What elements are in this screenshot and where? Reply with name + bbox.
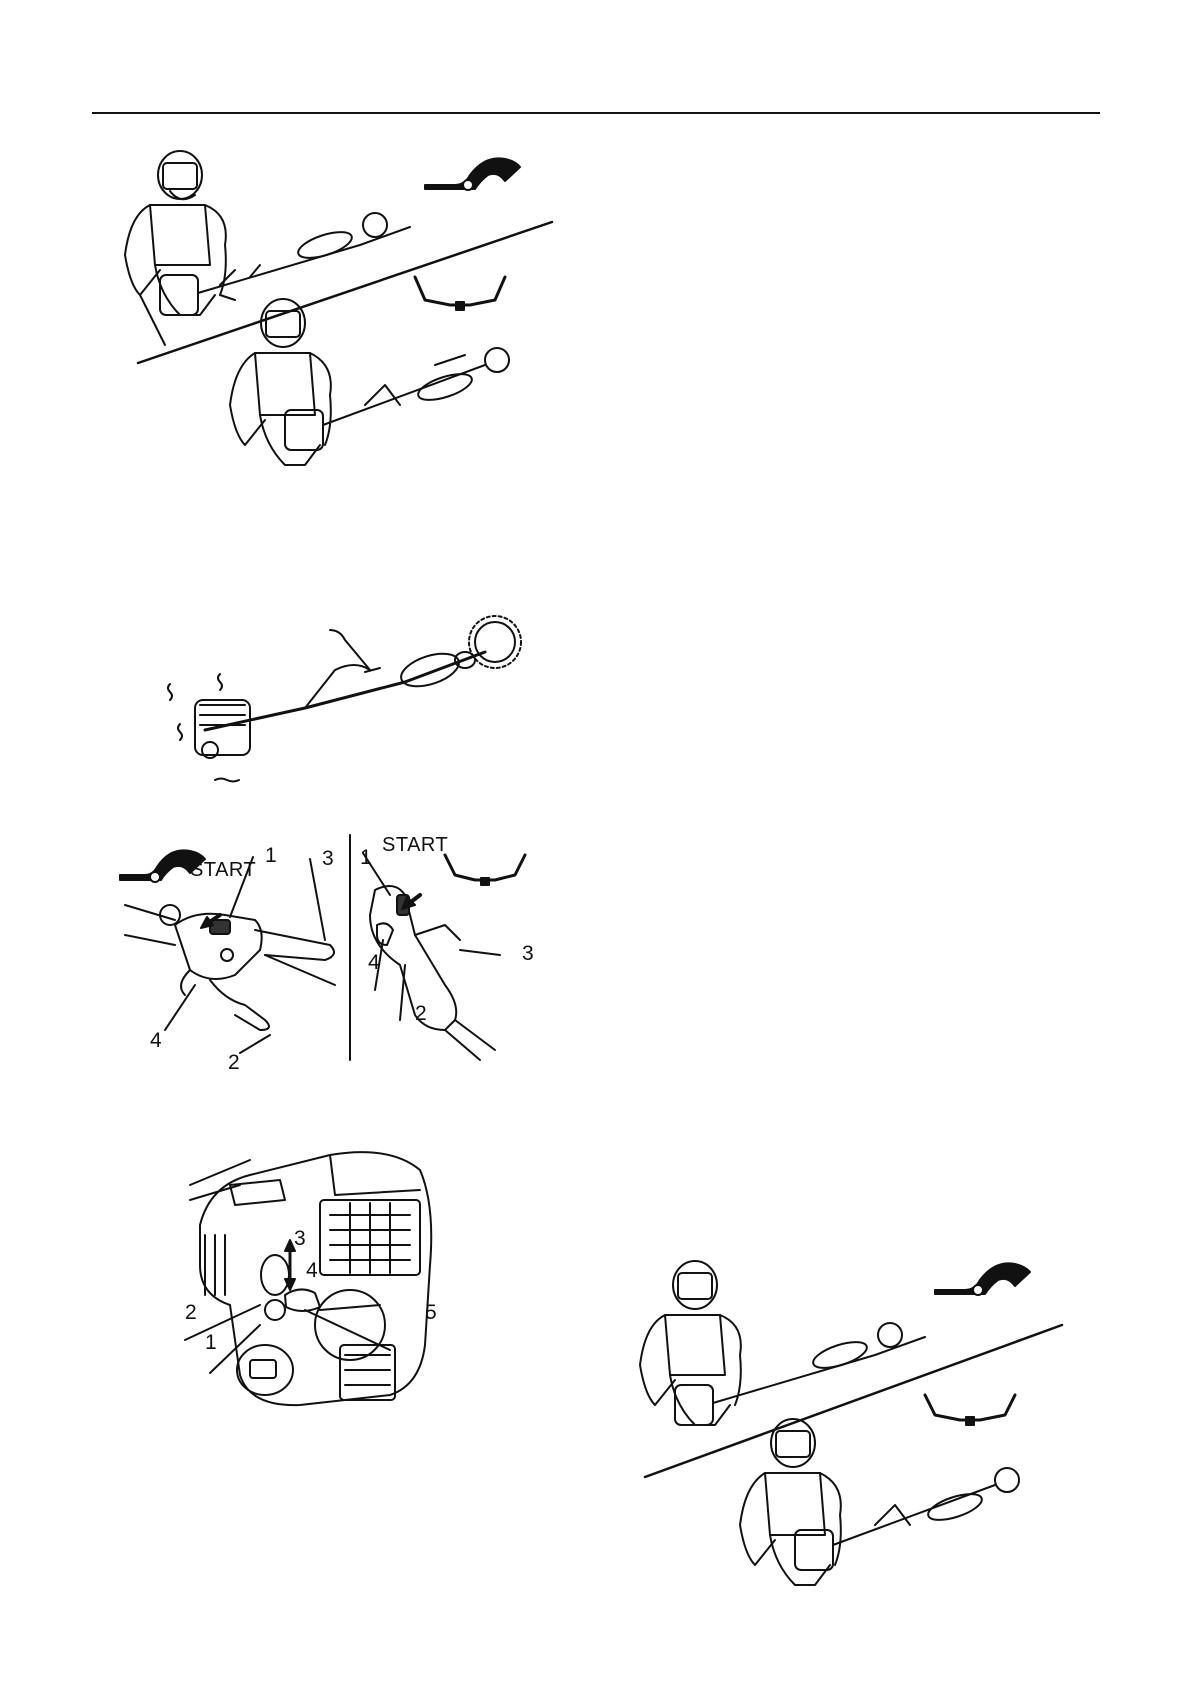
figure-engine-choke xyxy=(190,1145,470,1415)
callout-1: 1 xyxy=(265,845,277,866)
operator-figure-2 xyxy=(740,1419,1019,1585)
start-label-left: START xyxy=(190,860,256,880)
loop-handle-icon xyxy=(425,158,520,190)
operator-figure-1 xyxy=(640,1261,925,1425)
callout-3: 3 xyxy=(294,1228,306,1249)
callout-1: 1 xyxy=(205,1332,217,1353)
figure-machine-on-ground xyxy=(165,610,545,790)
header-rule xyxy=(92,112,1100,114)
callout-1: 1 xyxy=(360,847,372,868)
callout-4: 4 xyxy=(368,952,380,973)
callout-3: 3 xyxy=(522,943,534,964)
callout-2: 2 xyxy=(415,1003,427,1024)
start-label-right: START xyxy=(382,835,448,855)
callout-4: 4 xyxy=(306,1260,318,1281)
callout-3: 3 xyxy=(322,848,334,869)
callout-5: 5 xyxy=(425,1302,437,1323)
callout-2: 2 xyxy=(228,1052,240,1073)
callout-2: 2 xyxy=(185,1302,197,1323)
figure-start-position-bottom xyxy=(625,1255,1075,1600)
bike-handle-icon xyxy=(925,1395,1015,1425)
bike-throttle-handle xyxy=(370,886,495,1060)
loop-throttle-handle xyxy=(125,905,335,1030)
callout-4: 4 xyxy=(150,1030,162,1051)
loop-handle-icon xyxy=(935,1263,1030,1295)
bike-handle-icon xyxy=(445,855,525,885)
figure-start-position-top xyxy=(110,145,560,490)
operator-figure-2 xyxy=(230,299,509,465)
bike-handle-icon xyxy=(415,277,505,310)
figure-throttle-controls xyxy=(115,835,575,1065)
